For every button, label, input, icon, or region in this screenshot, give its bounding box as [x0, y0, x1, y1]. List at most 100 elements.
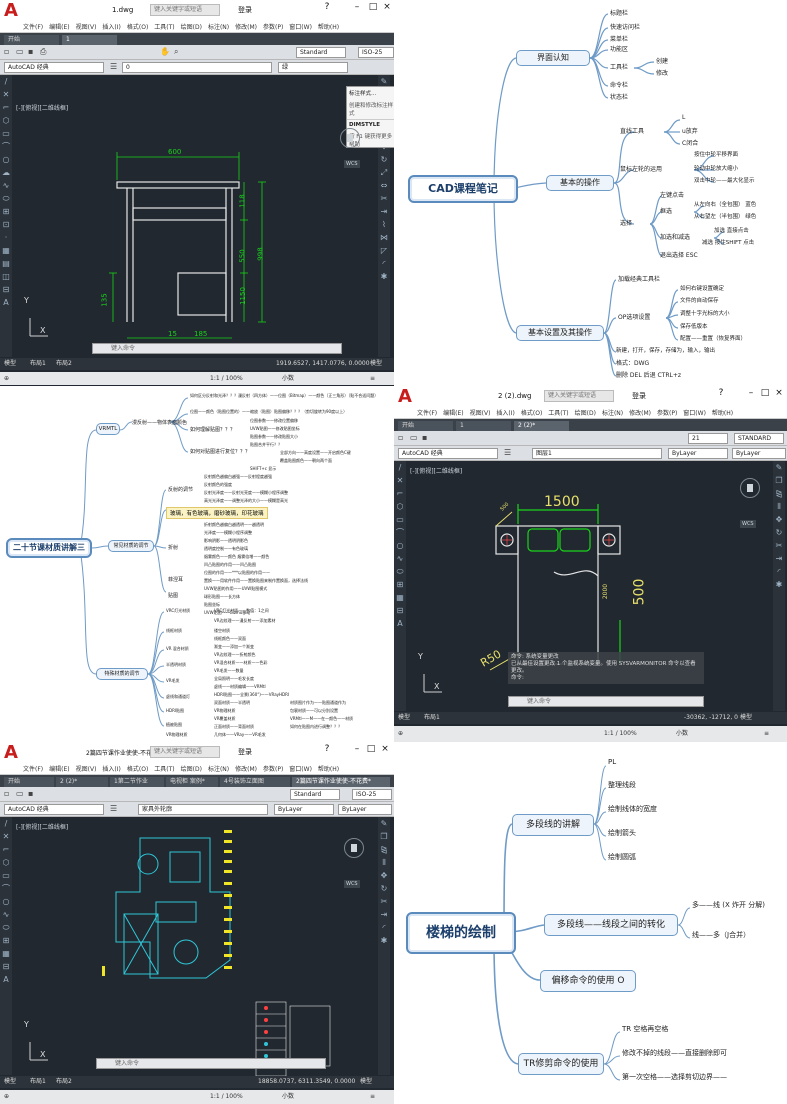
viewport-label-3[interactable]: [-][俯视][二维线框]	[16, 824, 69, 831]
node-bitmap-use[interactable]: 位图的作用——***以贴图的作用——	[204, 570, 270, 575]
node-deep-9[interactable]: 全局照明——毛发长度	[214, 676, 254, 681]
tab-layout1[interactable]: 布局1	[30, 360, 46, 367]
node-reflection-q[interactable]: 如何区分反射和光泽？？？漫反射（四方体）——位图（Bitmap）——颜色（正三角…	[190, 393, 379, 398]
menu-parameter-3[interactable]: 参数(P)	[262, 766, 284, 773]
node-deep-10[interactable]: 虚线——材质编辑——VRMtl	[214, 684, 266, 689]
menu-file-2[interactable]: 文件(F)	[417, 410, 438, 417]
fillet-icon-2[interactable]: ◜	[777, 567, 781, 576]
node-shadow[interactable]: 影响阴影——透明阴影色	[204, 538, 248, 543]
node-shift-c[interactable]: SHIFT+c 显示	[250, 466, 277, 471]
xline-icon-2[interactable]: ✕	[396, 476, 404, 485]
tab-layout2-3[interactable]: 布局2	[56, 1078, 72, 1085]
category-special-materials[interactable]: 特殊材质的调节	[96, 668, 148, 680]
node-deep-12[interactable]: 双面材质——半透明	[214, 700, 250, 705]
polygon-icon-3[interactable]: ⬡	[2, 858, 10, 867]
node-title-bar[interactable]: 标题栏	[610, 10, 629, 17]
block-icon-3[interactable]: ⊞	[2, 936, 10, 945]
tab-layout2[interactable]: 布局2	[56, 360, 72, 367]
explode-icon[interactable]: ✱	[380, 272, 388, 281]
erase-icon-3[interactable]: ✎	[380, 819, 388, 828]
tab-file-1-2[interactable]: 1	[456, 421, 511, 431]
node-deep-19[interactable]: VRMtl——M——在一颜色——材质	[290, 716, 354, 721]
color-select[interactable]: 绿	[278, 62, 348, 73]
node-refract-gloss[interactable]: 光泽度——模糊小程序调整	[204, 530, 252, 535]
rotate-icon-2[interactable]: ↻	[775, 528, 783, 537]
node-refract-white[interactable]: 折射颜色越偏白越透明——越透明	[204, 522, 264, 527]
polyline-icon-3[interactable]: ⌐	[2, 845, 10, 854]
insert-block-icon[interactable]: ⊞	[2, 207, 10, 216]
open-icon-3[interactable]: ▭	[16, 789, 24, 798]
menu-draw-3[interactable]: 绘图(D)	[180, 766, 202, 773]
command-input-3[interactable]: 键入命令	[96, 1058, 326, 1069]
workspace-select[interactable]: AutoCAD 经典	[4, 62, 104, 73]
menu-edit[interactable]: 编辑(E)	[49, 24, 70, 31]
text-style-select-3[interactable]: Standard	[290, 789, 340, 800]
node-add-remove[interactable]: 加选和减选	[660, 234, 691, 241]
dim-style-select[interactable]: ISO-25	[358, 47, 394, 58]
node-reflect-gloss[interactable]: 反射光泽度——反射光亮度——模糊小程序调整	[204, 490, 288, 495]
menu-help-2[interactable]: 帮助(H)	[711, 410, 734, 417]
new-icon-3[interactable]: ▫	[4, 789, 10, 798]
table-icon-3[interactable]: ⊟	[2, 962, 10, 971]
node-fresnel[interactable]: 菲涅耳	[168, 577, 184, 583]
mtext-icon[interactable]: A	[3, 298, 9, 307]
node-ribbon[interactable]: 功能区	[610, 46, 629, 53]
node-displacement[interactable]: 置换——用软件作用——置换贴图来制作置换面，选择法线	[204, 578, 308, 583]
node-all-direction[interactable]: 全部方向——高度设置——开启颜色C键	[280, 450, 351, 455]
node-uvw-coords[interactable]: UVW贴图——修改贴图坐标	[250, 426, 300, 431]
hatch-icon[interactable]: ▦	[2, 246, 10, 255]
login-button-3[interactable]: 登录	[238, 748, 252, 756]
close-icon-3[interactable]: ×	[381, 744, 389, 754]
explode-icon-3[interactable]: ✱	[380, 936, 388, 945]
node-deep-18[interactable]: 包裹材质——可以分别设置	[290, 708, 338, 713]
layer-manager-icon[interactable]: ☰	[110, 62, 118, 71]
menu-tools[interactable]: 工具(T)	[154, 24, 175, 31]
node-load-toolbar[interactable]: 加载经典工具栏	[618, 276, 661, 283]
layer-select-2[interactable]: 图层1	[532, 448, 662, 459]
layer-manager-icon-2[interactable]: ☰	[504, 448, 512, 457]
menu-edit-2[interactable]: 编辑(E)	[443, 410, 464, 417]
join-icon[interactable]: ⋈	[380, 233, 388, 242]
node-map-coords[interactable]: 贴图坐标	[204, 602, 220, 607]
table-icon[interactable]: ⊟	[2, 285, 10, 294]
node-join[interactable]: 线——多（J合并）	[692, 931, 751, 939]
new-icon[interactable]: ▫	[4, 47, 10, 56]
command-input-2[interactable]: 键入命令	[508, 696, 704, 707]
tab-layout1-3[interactable]: 布局1	[30, 1078, 46, 1085]
node-reset[interactable]: 配置——重置（恢复界面）	[680, 336, 747, 342]
open-icon-2[interactable]: ▭	[410, 433, 418, 442]
node-command-bar[interactable]: 命令栏	[610, 82, 629, 89]
node-modify[interactable]: 修改	[656, 70, 669, 77]
print-icon[interactable]: ⎙	[40, 47, 47, 56]
tab-model[interactable]: 模型	[4, 360, 17, 367]
menu-modify[interactable]: 修改(M)	[235, 24, 257, 31]
stretch-icon[interactable]: ⇔	[380, 181, 388, 190]
node-diffuse[interactable]: 漫反射——物体表面颜色	[132, 420, 188, 426]
maximize-icon-3[interactable]: □	[366, 744, 376, 754]
node-left-click[interactable]: 左键点击	[660, 192, 685, 199]
extend-icon-3[interactable]: ⇥	[380, 910, 388, 919]
menu-window-2[interactable]: 窗口(W)	[683, 410, 706, 417]
text-icon-2[interactable]: A	[397, 619, 403, 628]
menu-modify-2[interactable]: 修改(M)	[629, 410, 651, 417]
layer-select-3[interactable]: 家具外轮廓	[138, 804, 268, 815]
node-reflection-adjust[interactable]: 反射的调节	[168, 487, 194, 493]
erase-icon-2[interactable]: ✎	[775, 463, 783, 472]
offset-icon-3[interactable]: ⫴	[382, 858, 386, 867]
rotate-icon-3[interactable]: ↻	[380, 884, 388, 893]
text-style-select[interactable]: Standard	[296, 47, 346, 58]
close-icon[interactable]: ×	[383, 2, 391, 12]
node-hilight-gloss[interactable]: 高光光泽度——调整光泽的大小——模糊是高光	[204, 498, 288, 503]
xline-icon-3[interactable]: ✕	[2, 832, 10, 841]
arc-icon[interactable]: ⌒	[2, 142, 10, 151]
wcs-badge-3[interactable]: WCS	[344, 880, 360, 888]
model-mode-2[interactable]: 模型	[740, 714, 753, 721]
search-input[interactable]: 键入关键字或短语	[150, 4, 220, 16]
node-arrow[interactable]: 绘制箭头	[608, 829, 636, 837]
pan-icon[interactable]: ✋	[160, 47, 170, 56]
menu-help-3[interactable]: 帮助(H)	[317, 766, 340, 773]
node-uvw-mode[interactable]: UVW贴图的作用——UVW贴图模式	[204, 586, 268, 591]
revcloud-icon[interactable]: ☁	[2, 168, 10, 177]
erase-icon[interactable]: ✎	[380, 77, 388, 86]
annotation-scale[interactable]: 1:1 / 100%	[210, 375, 243, 382]
